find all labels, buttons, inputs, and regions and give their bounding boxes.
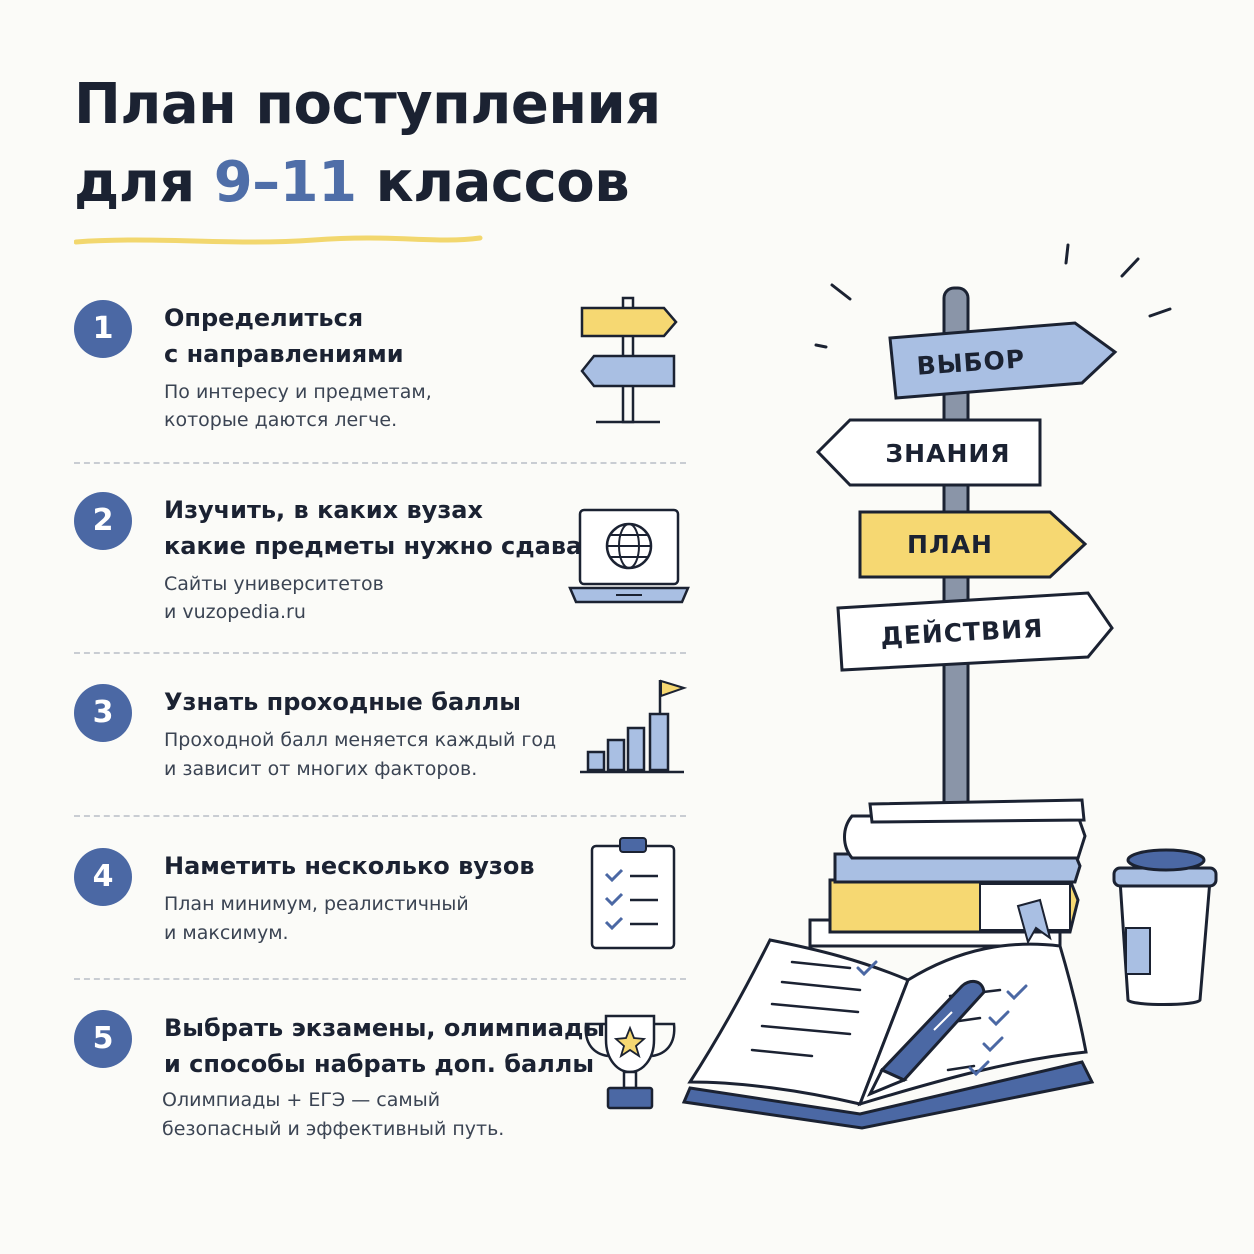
checklist-clipboard-icon [590,837,676,950]
sign-knowledge: ЗНАНИЯ [815,418,1042,487]
pen-icon [866,980,986,1097]
sign-choice: ВЫБОР [888,321,1118,400]
laptop-globe-icon [568,508,690,604]
title-suffix: классов [356,150,630,215]
step-title-line-1: Наметить несколько вузов [164,852,535,880]
page-title: План поступления для 9–11 классов [74,66,661,222]
step-number: 5 [74,1010,132,1068]
step-title-line-2: какие предметы нужно сдавать [164,532,612,560]
title-grade-range: 9–11 [213,150,357,215]
step-desc-line-1: План минимум, реалистичный [164,893,469,915]
open-notebook-icon [681,938,1095,1130]
trophy-star-icon [584,1014,676,1110]
sign-plan: ПЛАН [858,510,1088,579]
step-number: 1 [74,300,132,358]
step-title-line-2: с направлениями [164,340,404,368]
title-prefix: для [74,150,214,215]
step-desc-line-2: и зависит от многих факторов. [164,758,478,780]
title-line-2: для 9–11 классов [74,144,661,222]
step-title-line-1: Определиться [164,304,364,332]
growth-chart-flag-icon [580,679,688,774]
step-desc-line-2: и vuzopedia.ru [164,601,306,623]
step-desc-line-1: По интересу и предметам, [164,381,432,403]
step-title-line-2: и способы набрать доп. баллы [164,1050,595,1078]
step-title-line-1: Узнать проходные баллы [164,688,521,716]
divider [74,652,686,654]
coffee-cup-icon [1112,848,1218,1006]
divider [74,978,686,980]
step-desc-line-2: которые даются легче. [164,409,398,431]
sign-label-plan: ПЛАН [907,530,993,559]
divider [74,815,686,817]
sign-label-knowledge: ЗНАНИЯ [885,439,1010,468]
step-desc-line-2: безопасный и эффективный путь. [162,1118,505,1140]
step-desc-line-1: Проходной балл меняется каждый год [164,729,557,751]
title-underline [74,235,483,245]
signpost-books-illustration: ВЫБОР ЗНАНИЯ ПЛАН ДЕЙСТВИЯ [681,243,1218,1130]
step-desc-line-2: и максимум. [164,922,289,944]
step-number: 2 [74,492,132,550]
step-desc-line-1: Олимпиады + ЕГЭ — самый [162,1089,441,1111]
book-stack-icon [808,798,1087,948]
step-title-line-1: Изучить, в каких вузах [164,496,483,524]
step-number: 4 [74,848,132,906]
sparkle-lines-icon [814,243,1172,349]
step-title-line-1: Выбрать экзамены, олимпиады [164,1014,606,1042]
step-number: 3 [74,684,132,742]
divider [74,462,686,464]
step-desc-line-1: Сайты университетов [164,573,384,595]
sign-actions: ДЕЙСТВИЯ [836,591,1114,672]
signpost-icon [580,296,678,424]
title-line-1: План поступления [74,72,661,137]
